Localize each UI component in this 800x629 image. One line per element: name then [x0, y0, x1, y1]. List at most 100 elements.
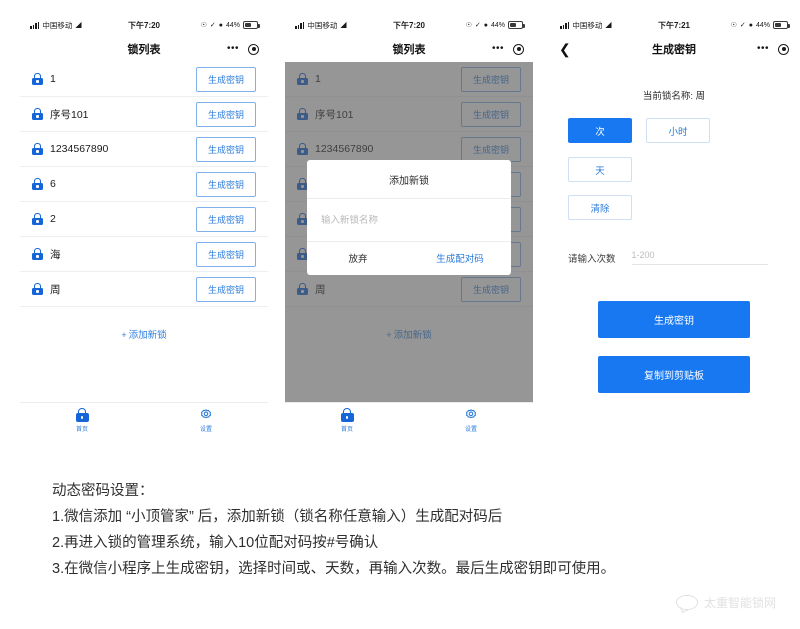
generate-key-button[interactable]: 生成密钥 [195, 136, 256, 162]
caption-line-3: 3.在微信小程序上生成密钥，选择时间或、天数，再输入次数。最后生成密钥即可使用。 [52, 561, 616, 577]
add-lock-dialog: 添加新锁 输入新锁名称 放弃 生成配对码 [307, 160, 511, 275]
dialog-actions: 放弃 生成配对码 [307, 241, 511, 275]
bluetooth-icon: ● [218, 21, 223, 29]
tab-home-label: 首页 [75, 427, 88, 433]
lock-name: 2 [50, 213, 56, 225]
generate-key-button[interactable]: 生成密钥 [195, 101, 256, 127]
wechat-capsule[interactable]: ••• [491, 43, 524, 55]
more-dots-icon[interactable]: ••• [756, 43, 769, 54]
location-icon: ☉ [730, 22, 737, 29]
plus-icon: + [121, 330, 127, 340]
dialog-title: 添加新锁 [389, 176, 429, 187]
battery-percent-label: 44% [491, 21, 506, 29]
status-bar-right: ☉ ✓ ● 44% [690, 21, 790, 29]
battery-icon [773, 21, 790, 29]
lock-icon [32, 213, 43, 225]
clear-chip-group: 清除 [550, 195, 798, 220]
location-icon: ☉ [465, 22, 472, 29]
signal-bars-icon [295, 21, 305, 29]
alarm-icon: ✓ [739, 22, 746, 29]
status-bar-right: ☉ ✓ ● 44% [425, 21, 525, 29]
status-bar: 中国移动 ◢ 下午7:20 ☉ ✓ ● 44% [285, 14, 533, 36]
generate-key-button[interactable]: 生成密钥 [195, 66, 256, 92]
bluetooth-icon: ● [483, 21, 488, 29]
status-bar-right: ☉ ✓ ● 44% [160, 21, 260, 29]
tab-settings[interactable]: 设置 [144, 408, 268, 433]
generate-key-button[interactable]: 生成密钥 [195, 206, 256, 232]
unit-chip-hour[interactable]: 小时 [646, 118, 710, 143]
carrier-label: 中国移动 [307, 20, 338, 30]
phone-screen-add-lock-dialog: 中国移动 ◢ 下午7:20 ☉ ✓ ● 44% 锁列表 ••• 1 [285, 14, 533, 438]
generate-key-button[interactable]: 生成密钥 [598, 301, 750, 338]
tab-home[interactable]: 首页 [285, 408, 409, 433]
status-bar-time: 下午7:21 [658, 20, 691, 30]
generate-key-button[interactable]: 生成密钥 [195, 241, 256, 267]
table-row[interactable]: 2 生成密钥 [20, 202, 268, 237]
count-input[interactable]: 1-200 [631, 250, 768, 265]
tab-home-label: 首页 [340, 427, 353, 433]
carrier-label: 中国移动 [572, 20, 603, 30]
location-icon: ☉ [200, 22, 207, 29]
table-row[interactable]: 序号101 生成密钥 [20, 97, 268, 132]
wechat-capsule[interactable]: ••• [226, 43, 259, 55]
nav-bar: 锁列表 ••• [20, 36, 268, 62]
generate-key-button[interactable]: 生成密钥 [195, 171, 256, 197]
caption-line-1: 1.微信添加 “小顶管家” 后，添加新锁（锁名称任意输入）生成配对码后 [52, 509, 503, 525]
status-bar-left: 中国移动 ◢ [30, 20, 128, 31]
generate-key-button[interactable]: 生成密钥 [195, 276, 256, 302]
caption-line-0: 动态密码设置： [52, 483, 154, 499]
alarm-icon: ✓ [209, 22, 216, 29]
wifi-icon: ◢ [75, 20, 82, 29]
lock-name: 6 [50, 178, 56, 190]
action-buttons: 生成密钥 复制到剪贴板 [550, 265, 798, 393]
table-row[interactable]: 海 生成密钥 [20, 237, 268, 272]
wifi-icon: ◢ [605, 20, 612, 29]
battery-icon [243, 21, 260, 29]
watermark: 太重智能锁网 [675, 594, 776, 611]
carrier-label: 中国移动 [42, 20, 73, 30]
wechat-capsule[interactable]: ••• [756, 43, 789, 55]
tab-settings-label: 设置 [464, 427, 477, 433]
tab-home[interactable]: 首页 [20, 408, 144, 433]
unit-chip-day[interactable]: 天 [568, 157, 632, 182]
tab-bar: 首页 设置 [285, 402, 533, 438]
count-label: 请输入次数 [568, 254, 616, 265]
clear-button[interactable]: 清除 [568, 195, 632, 220]
lock-icon [75, 408, 89, 422]
new-lock-name-input[interactable]: 输入新锁名称 [307, 198, 511, 241]
add-lock-link[interactable]: +添加新锁 [20, 307, 268, 341]
table-row[interactable]: 6 生成密钥 [20, 167, 268, 202]
table-row[interactable]: 1 生成密钥 [20, 62, 268, 97]
caption-line-2: 2.再进入锁的管理系统，输入10位配对码按#号确认 [52, 535, 379, 551]
tab-settings[interactable]: 设置 [409, 408, 533, 433]
target-circle-icon[interactable] [778, 43, 789, 55]
alarm-icon: ✓ [474, 22, 481, 29]
chevron-left-icon[interactable]: ❮ [559, 41, 571, 57]
target-circle-icon[interactable] [513, 43, 524, 55]
status-bar-left: 中国移动 ◢ [560, 20, 658, 31]
table-row[interactable]: 周 生成密钥 [20, 272, 268, 307]
bluetooth-icon: ● [748, 21, 753, 29]
lock-icon [32, 248, 43, 260]
screenshot-strip: 中国移动 ◢ 下午7:20 ☉ ✓ ● 44% 锁列表 ••• 1 [0, 14, 800, 444]
more-dots-icon[interactable]: ••• [226, 43, 239, 54]
battery-percent-label: 44% [756, 21, 771, 29]
lock-icon [32, 73, 43, 85]
phone-screen-lock-list: 中国移动 ◢ 下午7:20 ☉ ✓ ● 44% 锁列表 ••• 1 [20, 14, 268, 438]
more-dots-icon[interactable]: ••• [491, 43, 504, 54]
lock-name: 周 [50, 283, 61, 296]
lock-icon [32, 108, 43, 120]
instructions-caption: 动态密码设置： 1.微信添加 “小顶管家” 后，添加新锁（锁名称任意输入）生成配… [52, 478, 752, 582]
lock-icon [32, 178, 43, 190]
table-row[interactable]: 1234567890 生成密钥 [20, 132, 268, 167]
watermark-text: 太重智能锁网 [703, 596, 776, 610]
unit-chip-count[interactable]: 次 [568, 118, 632, 143]
add-lock-label: 添加新锁 [128, 330, 167, 341]
copy-to-clipboard-button[interactable]: 复制到剪贴板 [598, 356, 750, 393]
cancel-button[interactable]: 放弃 [348, 254, 368, 265]
battery-percent-label: 44% [226, 21, 241, 29]
generate-pair-code-button[interactable]: 生成配对码 [436, 254, 484, 265]
lock-name: 1234567890 [50, 143, 109, 155]
lock-icon [340, 408, 354, 422]
target-circle-icon[interactable] [248, 43, 259, 55]
